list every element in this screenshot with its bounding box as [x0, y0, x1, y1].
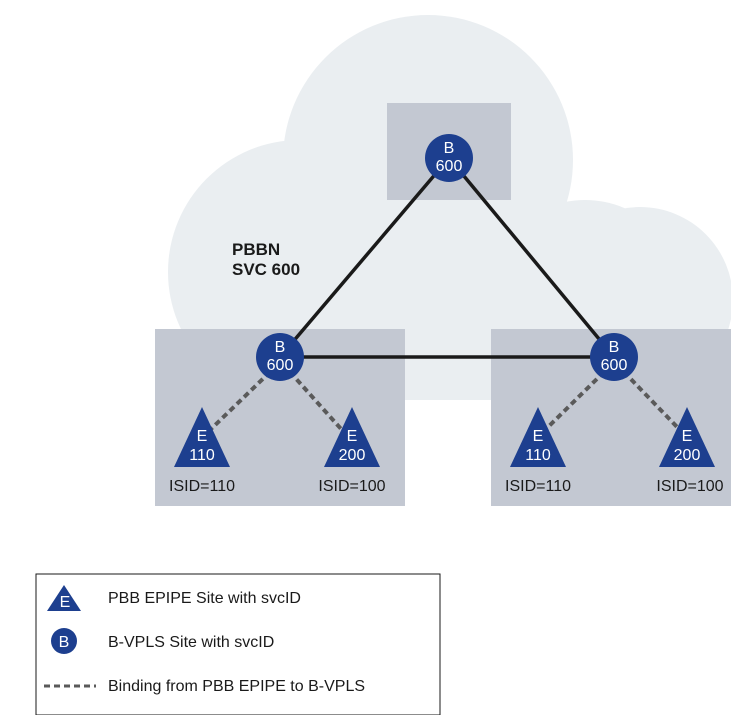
isid-label: ISID=110 [505, 478, 571, 495]
legend-bvpls-icon: B [51, 628, 77, 654]
isid-label: ISID=100 [656, 478, 723, 495]
isid-label: ISID=100 [318, 478, 385, 495]
epipe-site: E 200 ISID=100 [318, 407, 386, 495]
link-top-right [447, 156, 616, 359]
bvpls-links [278, 156, 616, 359]
legend-epipe-symbol: E [60, 594, 71, 611]
bvpls-node-right: B 600 [590, 333, 638, 381]
node-letter: B [444, 140, 455, 157]
binding-line [288, 370, 344, 432]
node-letter: B [609, 339, 620, 356]
bvpls-node-left: B 600 [256, 333, 304, 381]
epipe-letter: E [533, 428, 544, 445]
binding-line [622, 370, 682, 432]
isid-label: ISID=110 [169, 478, 235, 495]
epipe-svc: 110 [525, 447, 551, 464]
legend-epipe-icon: E [47, 585, 81, 611]
node-svc: 600 [601, 357, 628, 374]
pbbn-label-line1: PBBN [232, 240, 280, 259]
legend-bvpls-label: B-VPLS Site with svcID [108, 634, 274, 651]
node-svc: 600 [267, 357, 294, 374]
legend: E PBB EPIPE Site with svcID B B-VPLS Sit… [35, 573, 441, 715]
legend-bvpls-symbol: B [59, 634, 70, 651]
epipe-site: E 110 ISID=110 [505, 407, 571, 495]
bvpls-node-top: B 600 [425, 134, 473, 182]
epipe-svc: 200 [674, 447, 701, 464]
pbbn-label-line2: SVC 600 [232, 260, 300, 279]
node-letter: B [275, 339, 286, 356]
epipe-letter: E [347, 428, 358, 445]
binding-links [208, 370, 682, 432]
node-svc: 600 [436, 158, 463, 175]
binding-line [543, 370, 606, 432]
legend-binding-label: Binding from PBB EPIPE to B-VPLS [108, 678, 365, 695]
epipe-svc: 110 [189, 447, 215, 464]
binding-line [208, 370, 272, 432]
epipe-letter: E [682, 428, 693, 445]
legend-box [35, 573, 441, 715]
epipe-site: E 110 ISID=110 [169, 407, 235, 495]
epipe-site: E 200 ISID=100 [656, 407, 724, 495]
epipe-svc: 200 [339, 447, 366, 464]
legend-epipe-label: PBB EPIPE Site with svcID [108, 590, 301, 607]
link-top-left [278, 156, 451, 359]
epipe-letter: E [197, 428, 208, 445]
